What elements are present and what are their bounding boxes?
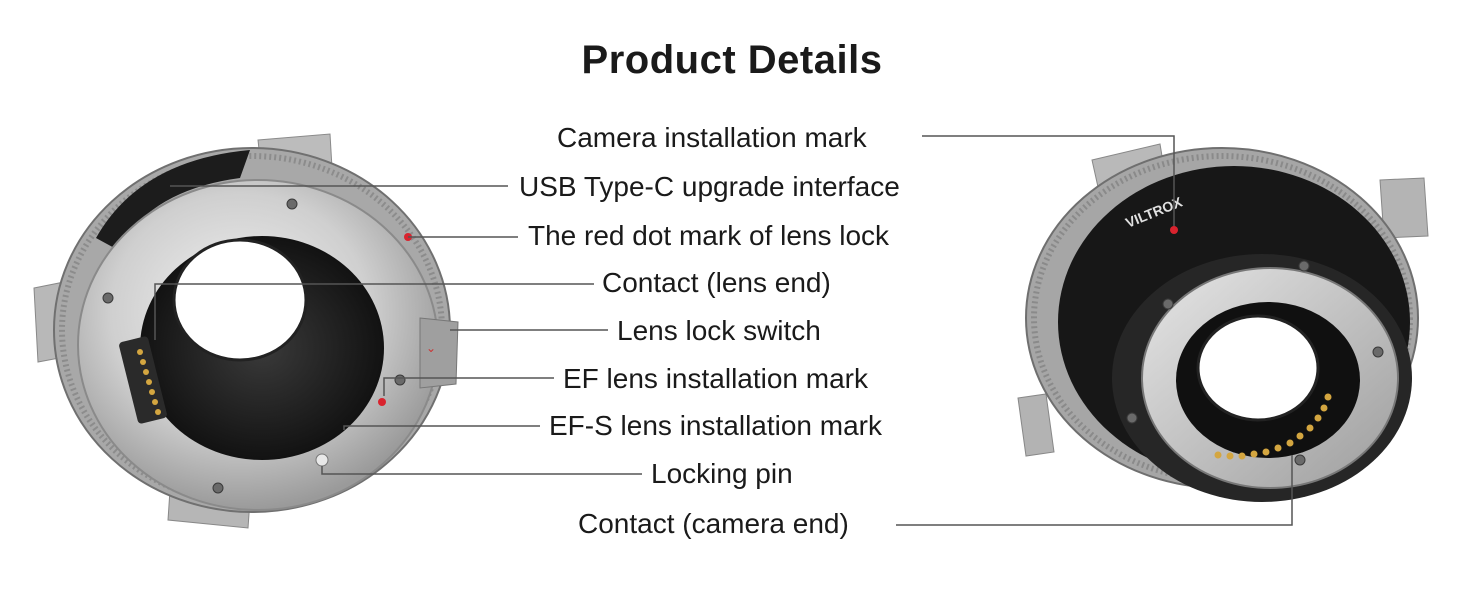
- label-red-dot-lens-lock: The red dot mark of lens lock: [528, 220, 890, 251]
- label-ef-lens-mark: EF lens installation mark: [563, 363, 869, 394]
- label-camera-installation-mark: Camera installation mark: [557, 122, 867, 153]
- label-lens-lock-switch: Lens lock switch: [617, 315, 821, 346]
- lens-end-contacts: [119, 336, 167, 424]
- label-contact-camera-end: Contact (camera end): [578, 508, 849, 539]
- camera-end-contacts: [1214, 393, 1332, 460]
- leader-contact-camera: [896, 455, 1293, 526]
- ef-mark: [378, 398, 386, 406]
- label-efs-lens-mark: EF-S lens installation mark: [549, 410, 883, 441]
- label-locking-pin: Locking pin: [651, 458, 793, 489]
- leader-contact-lens: [154, 283, 594, 340]
- leader-ef-mark: [383, 377, 554, 396]
- leader-efs-mark: [343, 425, 540, 430]
- leader-lines: [154, 135, 1293, 526]
- label-contact-lens-end: Contact (lens end): [602, 267, 831, 298]
- lens-lock-switch: [419, 317, 459, 389]
- label-usb-type-c: USB Type-C upgrade interface: [519, 171, 900, 202]
- camera-installation-mark: [1170, 226, 1178, 234]
- locking-pin: [315, 453, 329, 467]
- leader-camera-mark: [922, 135, 1175, 226]
- right-adapter-image: VILTROX: [1017, 143, 1429, 502]
- page-title: Product Details: [581, 38, 883, 82]
- svg-text:⌄: ⌄: [426, 341, 436, 355]
- left-adapter-image: ⌄: [33, 133, 459, 529]
- leader-locking-pin: [321, 466, 642, 475]
